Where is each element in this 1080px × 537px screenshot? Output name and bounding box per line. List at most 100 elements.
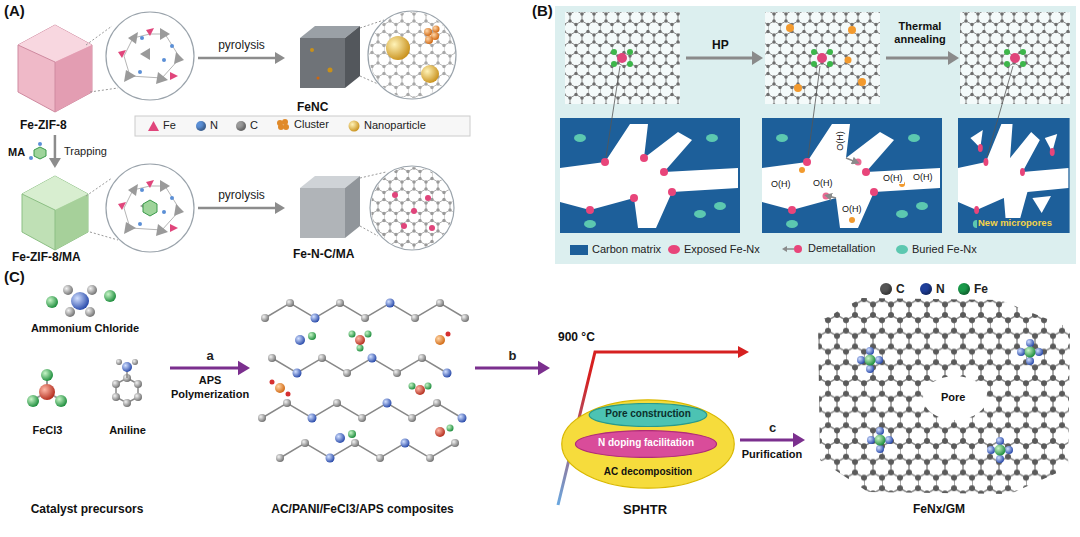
nanoparticle-symbol [349, 121, 360, 132]
legend-text: Buried Fe-Nx [912, 243, 977, 256]
annotation-label: (C) [4, 268, 25, 286]
molecule-node: Ammonium Chloride [10, 280, 160, 338]
stage-ellipse: N doping facilitation [574, 430, 718, 458]
demetallation-head [782, 246, 787, 252]
node-text: FeNx/GM [913, 502, 965, 516]
node-text: SPHTR [623, 502, 667, 518]
arrow-head [538, 361, 550, 375]
legend-swatch [196, 121, 206, 131]
arrow-head [49, 158, 61, 168]
composite-node: AC/PANI/FeCl3/APS composites [250, 278, 475, 522]
annotation-label: O(H) [770, 180, 792, 190]
demetallation-arrow [786, 248, 794, 250]
annotation-label: (A) [4, 2, 25, 20]
annotation-label: Pore [941, 391, 965, 404]
demetallation-atom [794, 245, 802, 253]
legend-symbol [276, 119, 290, 131]
node-text: Fe-ZIF-8/MA [12, 250, 81, 264]
legend-swatch [148, 121, 159, 131]
annotation-label: Polymerization [171, 388, 249, 401]
legend-text: Demetallation [808, 242, 875, 255]
legend-swatch [236, 121, 246, 131]
node-text: FeNC [297, 100, 328, 114]
edge-label: c [769, 420, 776, 436]
annotation-label: New micropores [977, 218, 1053, 228]
annotation-label: (B) [532, 2, 553, 20]
legend-text: Fe [163, 119, 176, 132]
node-text: N doping facilitation [598, 437, 694, 449]
connector-line [54, 135, 57, 160]
annotation-label: MA [8, 146, 25, 159]
stage-ellipse: AC decomposition Pore construction N dopin… [560, 398, 736, 490]
ellipse-shape [589, 403, 707, 426]
legend-text: Exposed Fe-Nx [684, 243, 760, 256]
molecule-node: FeCl3 [10, 360, 85, 442]
legend-swatch [668, 245, 680, 254]
legend-swatch [920, 283, 932, 295]
node-text: Aniline [109, 424, 146, 437]
annotation-label: O(H) [912, 173, 934, 183]
arrow-head [793, 433, 805, 447]
material-node: Fe-N-C/MA [285, 160, 475, 265]
node-text: AC decomposition [604, 466, 692, 478]
legend-text: Nanoparticle [364, 119, 426, 132]
legend-swatch [880, 283, 892, 295]
product-node: FeNx/GM [805, 278, 1073, 522]
annotation-label: HP [712, 38, 729, 52]
node-text: Pore construction [605, 408, 691, 420]
legend-text: N [936, 282, 945, 296]
ellipse-shape [562, 400, 734, 488]
connector [49, 135, 61, 168]
node-text: Fe-N-C/MA [293, 247, 354, 261]
annotation-label: O(H) [882, 174, 904, 184]
node-text: Fe-ZIF-8 [20, 118, 67, 132]
connector-line [475, 366, 540, 369]
material-node: Fe-ZIF-8/MA [8, 168, 198, 265]
edge-label: pyrolysis [218, 188, 265, 202]
material-node: FeNC [285, 8, 475, 116]
legend-swatch [570, 245, 588, 255]
node-text: Catalyst precursors [31, 502, 144, 516]
node-text: FeCl3 [33, 424, 63, 437]
node-text: Ammonium Chloride [31, 322, 139, 335]
annotation-label: O(H) [841, 205, 863, 215]
arrow-head [275, 202, 285, 214]
edge-label: pyrolysis [218, 38, 265, 52]
connector [198, 52, 285, 64]
cluster-atom [282, 119, 288, 125]
stage-ellipse: Pore construction [588, 403, 708, 427]
cluster-atom [283, 124, 289, 130]
edge-label: b [509, 348, 517, 364]
connector [198, 202, 285, 214]
node-text: 900 °C [558, 330, 595, 344]
connector-line [740, 439, 795, 442]
connector-line [198, 207, 277, 210]
ellipse-shape [575, 431, 716, 458]
legend-swatch [896, 245, 908, 254]
connector-line [198, 57, 277, 60]
legend-text: Cluster [294, 118, 329, 131]
precursor-group: Catalyst precursors Ammonium ChlorideFeCl… [4, 276, 170, 522]
annotation-label: APS [199, 374, 222, 387]
arrow-head [238, 361, 250, 375]
arrow-head [275, 52, 285, 64]
edge-label: a [206, 348, 213, 364]
annotation-label: O(H) [812, 179, 834, 189]
annotation-label: Purification [742, 448, 803, 461]
legend-symbol [348, 120, 360, 132]
legend-text: Carbon matrix [592, 243, 661, 256]
edge-label: Trapping [64, 145, 107, 158]
molecule-node: Aniline [90, 360, 165, 442]
annotation-label: Thermal annealing [880, 20, 960, 45]
legend-text: Fe [974, 282, 988, 296]
legend-symbol [782, 243, 804, 255]
heat-treatment-node: 900 °C SPHTR AC decomposition Pore construc… [550, 300, 740, 522]
legend-text: N [210, 119, 218, 132]
legend-text: C [896, 282, 905, 296]
legend-text: C [250, 119, 258, 132]
